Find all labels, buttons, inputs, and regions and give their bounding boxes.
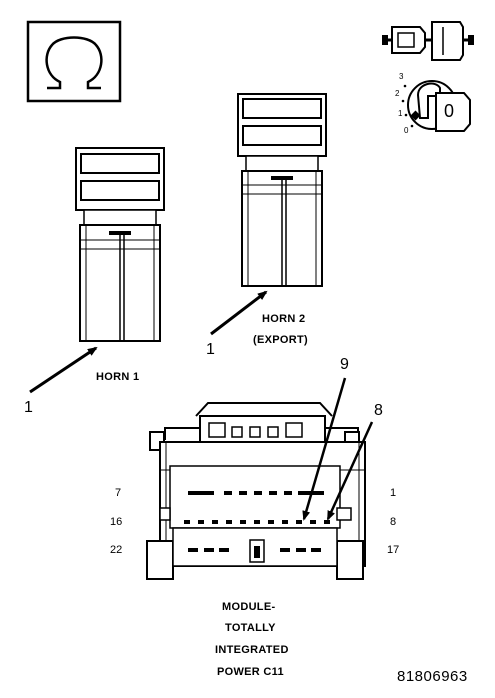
module-connector	[146, 402, 366, 580]
figure-number: 81806963	[397, 668, 468, 685]
ignition-key-text: 0	[444, 101, 455, 121]
pin-label-22: 22	[110, 544, 123, 556]
ignition-key-icon	[401, 80, 471, 132]
ignition-position-3: 3	[399, 72, 404, 81]
horn1-callout-number: 1	[24, 399, 33, 416]
pin-row-bottom	[188, 539, 321, 563]
horn2-label-line2: (EXPORT)	[253, 334, 308, 346]
connector-plug-icon	[382, 21, 474, 61]
pin-label-7: 7	[115, 487, 122, 499]
callout-8-line	[326, 421, 374, 521]
horn1-label: HORN 1	[96, 371, 140, 383]
callout-9-line	[302, 377, 347, 521]
pin-label-8: 8	[390, 516, 397, 528]
ignition-position-0: 0	[404, 126, 409, 135]
module-label-line4: POWER C11	[217, 666, 284, 678]
horn2-callout-arrow	[210, 290, 268, 336]
horn1-callout-arrow	[29, 346, 98, 394]
module-label-line1: MODULE-	[222, 601, 276, 613]
pin-label-16: 16	[110, 516, 123, 528]
pin-label-1: 1	[390, 487, 397, 499]
module-callout-9: 9	[340, 356, 349, 373]
ohm-symbol-icon	[26, 20, 122, 103]
module-label-line3: INTEGRATED	[215, 644, 289, 656]
module-label-line2: TOTALLY	[225, 622, 276, 634]
pin-row-middle	[184, 520, 330, 524]
ignition-position-2: 2	[395, 89, 400, 98]
pin-row-top	[188, 491, 324, 495]
horn1-connector	[75, 147, 165, 342]
pin-label-17: 17	[387, 544, 400, 556]
horn2-callout-number: 1	[206, 341, 215, 358]
ignition-position-1: 1	[398, 109, 403, 118]
horn2-label-line1: HORN 2	[262, 313, 306, 325]
module-callout-8: 8	[374, 402, 383, 419]
horn2-connector	[237, 93, 327, 287]
